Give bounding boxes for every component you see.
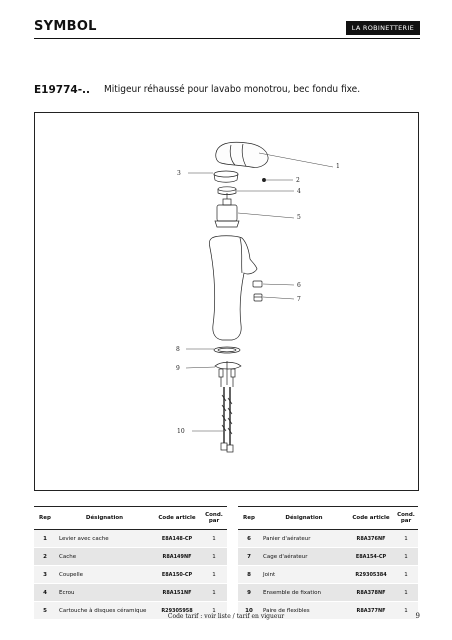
col-designation: Désignation — [56, 506, 153, 530]
brand-title: SYMBOL — [34, 19, 97, 34]
category-badge: LA ROBINETTERIE — [345, 21, 420, 35]
part-rep: 4 — [34, 583, 56, 602]
exploded-diagram-frame: 1 2 3 4 5 6 7 8 9 10 — [34, 112, 419, 491]
callout-3: 3 — [177, 170, 181, 177]
part-rep: 7 — [238, 547, 260, 566]
header-rule — [34, 38, 420, 39]
part-rep: 2 — [34, 547, 56, 566]
part-code: E8A150-CP — [153, 565, 201, 584]
fixation-part — [214, 361, 242, 370]
page-number: 9 — [415, 612, 420, 620]
part-qty: 1 — [201, 565, 227, 584]
part-designation: Panier d'aérateur — [260, 529, 348, 548]
hoses-part — [223, 387, 231, 445]
col-rep: Rep — [238, 506, 260, 530]
part-qty: 1 — [201, 547, 227, 566]
part-qty: 1 — [201, 529, 227, 548]
part-code: R8A149NF — [153, 547, 201, 566]
part-designation: Cartouche à disques céramique — [56, 601, 153, 620]
col-qty: Cond. par — [394, 506, 418, 530]
faucet-body-part — [209, 235, 258, 341]
part-qty: 1 — [394, 583, 418, 602]
part-qty: 1 — [201, 601, 227, 620]
lever-part — [215, 141, 269, 168]
part-qty: 1 — [394, 547, 418, 566]
callout-10: 10 — [177, 428, 185, 435]
part-designation: Joint — [260, 565, 348, 584]
part-code: R8A151NF — [153, 583, 201, 602]
exploded-diagram: 1 2 3 4 5 6 7 8 9 10 — [176, 141, 340, 453]
part-code: R8A376NF — [348, 529, 394, 548]
part-designation: Cache — [56, 547, 153, 566]
part-qty: 1 — [394, 565, 418, 584]
cartouche-part — [216, 204, 238, 222]
part-rep: 5 — [34, 601, 56, 620]
callout-8: 8 — [176, 346, 180, 353]
parts-table-left: Rep Désignation Code article Cond. par 1… — [34, 506, 227, 620]
part-rep: 6 — [238, 529, 260, 548]
col-qty: Cond. par — [201, 506, 227, 530]
part-rep: 10 — [238, 601, 260, 620]
part-code: E8A148-CP — [153, 529, 201, 548]
part-rep: 9 — [238, 583, 260, 602]
product-code: E19774-.. — [34, 84, 91, 96]
callout-7: 7 — [297, 296, 301, 303]
part-code: E8A154-CP — [348, 547, 394, 566]
part-designation: Paire de flexibles — [260, 601, 348, 620]
callout-5: 5 — [297, 214, 301, 221]
col-code: Code article — [153, 506, 201, 530]
callout-6: 6 — [297, 282, 301, 289]
part-designation: Ecrou — [56, 583, 153, 602]
callout-9: 9 — [176, 365, 180, 372]
part-qty: 1 — [201, 583, 227, 602]
part-code: R29305958 — [153, 601, 201, 620]
product-title: Mitigeur réhaussé pour lavabo monotrou, … — [104, 84, 361, 95]
part-rep: 1 — [34, 529, 56, 548]
part-code: R29305384 — [348, 565, 394, 584]
part-designation: Ensemble de fixation — [260, 583, 348, 602]
aerator-cage-part — [253, 293, 263, 302]
part-rep: 3 — [34, 565, 56, 584]
footer-note: Code tarif : voir liste / tarif en vigue… — [167, 613, 285, 620]
parts-table-right: Rep Désignation Code article Cond. par 6… — [238, 506, 418, 620]
part-code: R8A378NF — [348, 583, 394, 602]
part-code: R8A377NF — [348, 601, 394, 620]
joint-part — [213, 346, 241, 354]
col-code: Code article — [348, 506, 394, 530]
callout-4: 4 — [297, 188, 301, 195]
part-qty: 1 — [394, 529, 418, 548]
cache-part — [262, 178, 266, 182]
part-designation: Cage d'aérateur — [260, 547, 348, 566]
col-designation: Désignation — [260, 506, 348, 530]
coupelle-part — [213, 170, 239, 178]
part-qty: 1 — [394, 601, 418, 620]
callout-2: 2 — [296, 177, 300, 184]
callout-1: 1 — [336, 163, 340, 170]
aerator-basket-part — [252, 280, 263, 288]
part-designation: Coupelle — [56, 565, 153, 584]
ecrou-part — [217, 186, 237, 192]
col-rep: Rep — [34, 506, 56, 530]
part-designation: Levier avec cache — [56, 529, 153, 548]
part-rep: 8 — [238, 565, 260, 584]
